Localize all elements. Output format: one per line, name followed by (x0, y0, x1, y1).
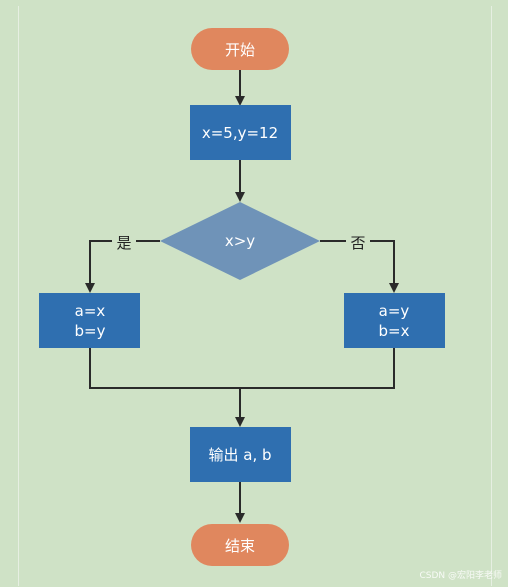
connector-decision-no (320, 240, 399, 293)
no-branch-line2: b=x (379, 322, 410, 340)
connector-decision-yes (85, 240, 160, 293)
start-node: 开始 (191, 28, 289, 70)
start-label: 开始 (225, 41, 255, 59)
connector-no-merge (240, 348, 395, 389)
yes-label: 是 (116, 234, 131, 252)
yes-branch-line2: b=y (75, 322, 106, 340)
yes-label-bg (112, 232, 136, 252)
output-label: 输出 a, b (208, 446, 271, 464)
decision-node: x>y (160, 202, 320, 280)
decision-label: x>y (225, 232, 255, 250)
no-label-bg (346, 232, 370, 252)
no-branch-line1: a=y (379, 302, 410, 320)
init-label: x=5,y=12 (202, 124, 278, 142)
watermark: CSDN @宏阳李老师 (419, 571, 502, 581)
end-label: 结束 (225, 537, 255, 555)
no-branch-node: a=y b=x (344, 293, 445, 348)
output-node: 输出 a, b (190, 427, 291, 482)
yes-branch-node: a=x b=y (39, 293, 140, 348)
connectors (85, 70, 399, 523)
connector-yes-merge (89, 348, 240, 389)
init-node: x=5,y=12 (190, 105, 291, 160)
no-label: 否 (350, 234, 365, 252)
yes-branch-line1: a=x (75, 302, 106, 320)
end-node: 结束 (191, 524, 289, 566)
